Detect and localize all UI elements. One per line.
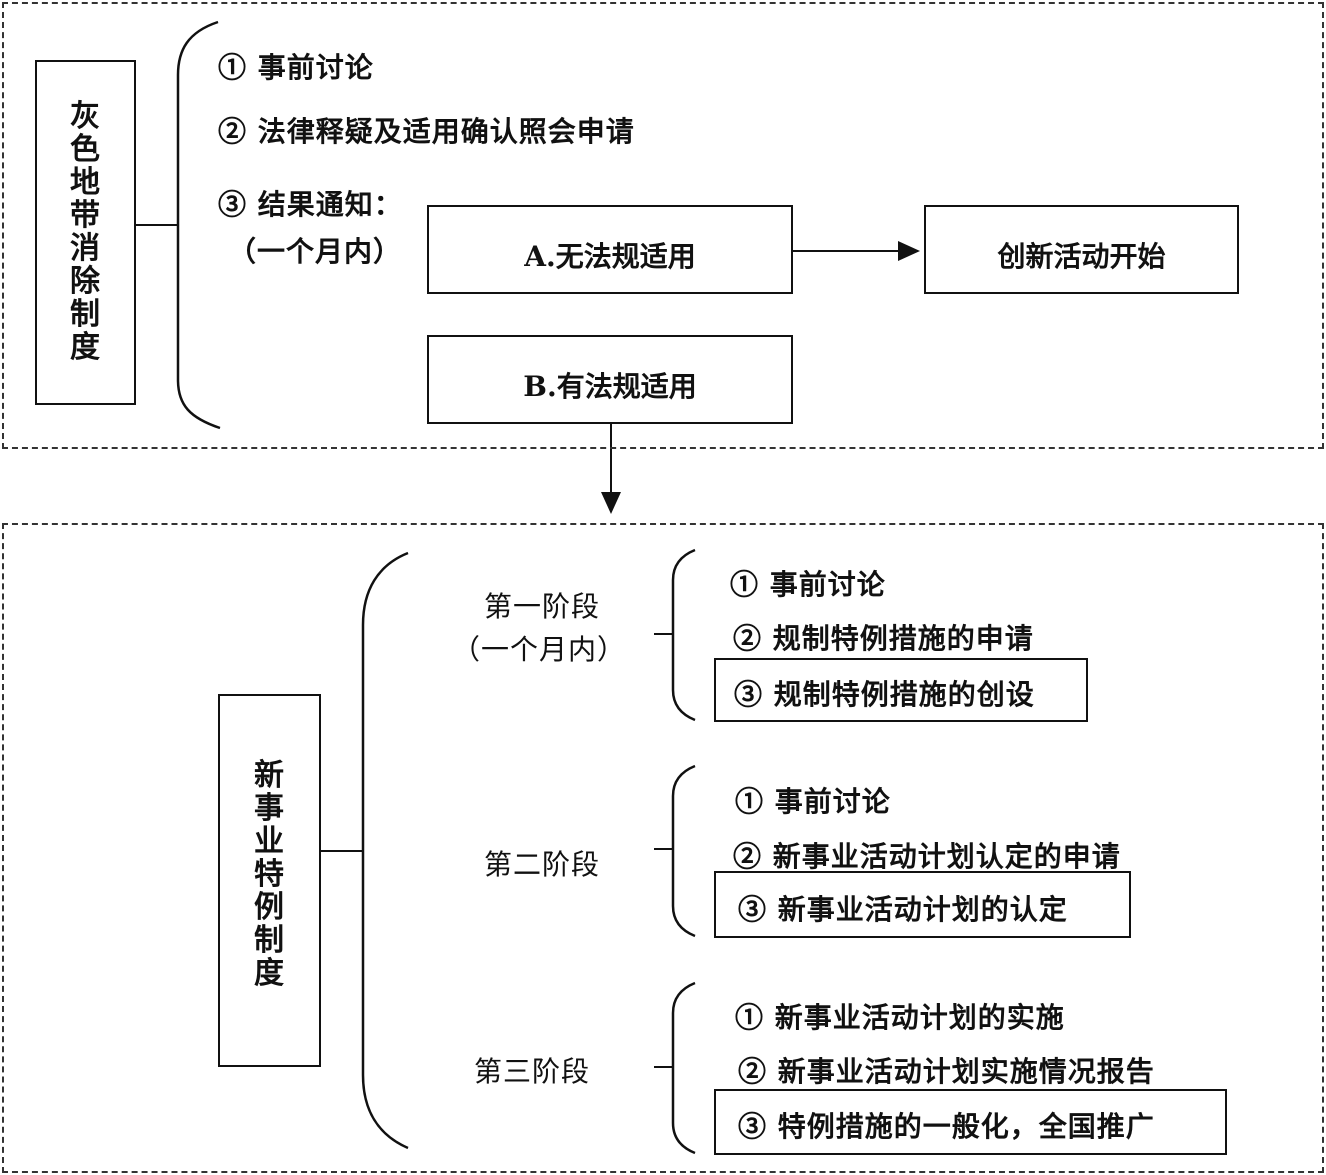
stage1-item-1: ① 事前讨论	[730, 568, 886, 601]
stage2-brace	[671, 764, 696, 938]
option-a-box: A.无法规适用	[427, 205, 793, 294]
stage1-brace	[671, 548, 696, 722]
gray-brace	[176, 20, 221, 430]
stage1-item-3: ③ 规制特例措施的创设	[734, 678, 1035, 711]
option-b-box: B.有法规适用	[427, 335, 793, 424]
stage1-name: 第一阶段	[484, 590, 601, 623]
stage1-within: （一个月内）	[452, 633, 627, 666]
stage3-item-2: ② 新事业活动计划实施情况报告	[738, 1055, 1155, 1088]
option-a-label: A.无法规适用	[524, 240, 696, 273]
option-b-label: B.有法规适用	[523, 370, 697, 403]
stage2-item-1: ① 事前讨论	[735, 785, 891, 818]
result-box: 创新活动开始	[924, 205, 1239, 294]
gray-within: （一个月内）	[228, 235, 403, 268]
special-brace	[361, 551, 409, 1150]
stage3-item-1: ① 新事业活动计划的实施	[735, 1001, 1065, 1034]
result-label: 创新活动开始	[997, 240, 1166, 273]
stage3-item-3-box: ③ 特例措施的一般化，全国推广	[714, 1089, 1227, 1155]
special-system-frame	[2, 523, 1324, 1173]
stage2-item-3-box: ③ 新事业活动计划的认定	[714, 871, 1131, 938]
stage3-name: 第三阶段	[474, 1055, 591, 1088]
stage1-item-2: ② 规制特例措施的申请	[733, 622, 1034, 655]
special-title: 新 事 业 特 例 制 度	[254, 758, 284, 991]
stage3-item-3: ③ 特例措施的一般化，全国推广	[738, 1110, 1155, 1143]
stage2-item-2: ② 新事业活动计划认定的申请	[733, 840, 1121, 873]
gray-item-2: ② 法律释疑及适用确认照会申请	[218, 115, 635, 148]
gray-item-3: ③ 结果通知：	[218, 188, 403, 221]
stage2-item-3: ③ 新事业活动计划的认定	[738, 893, 1068, 926]
gray-zone-title-box: 灰 色 地 带 消 除 制 度	[35, 60, 136, 405]
gray-zone-frame	[2, 2, 1324, 449]
special-title-box: 新 事 业 特 例 制 度	[218, 694, 321, 1067]
stage2-name: 第二阶段	[484, 848, 601, 881]
gray-zone-title: 灰 色 地 带 消 除 制 度	[70, 99, 100, 365]
gray-item-1: ① 事前讨论	[218, 51, 374, 84]
stage1-item-3-box: ③ 规制特例措施的创设	[714, 658, 1088, 722]
stage3-brace	[671, 981, 696, 1155]
